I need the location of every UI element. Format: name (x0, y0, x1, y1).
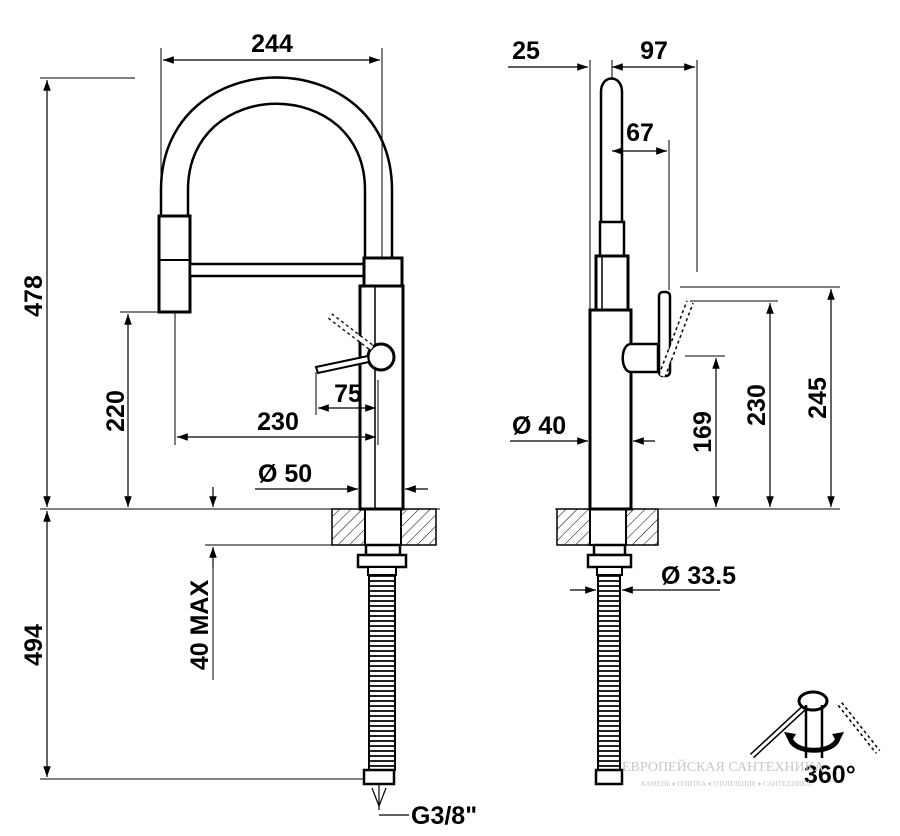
side-faucet-body (588, 308, 633, 511)
dim-deck-40-max: 40 MAX (186, 580, 214, 671)
dim-height-478: 478 (20, 275, 48, 317)
dim-diameter-40: Ø 40 (512, 412, 566, 440)
spout-inner (186, 102, 367, 258)
rotation-label: 360° (804, 761, 856, 789)
spout-outer (159, 76, 394, 258)
dim-depth-97: 97 (640, 37, 668, 65)
dim-offset-25: 25 (512, 37, 540, 65)
watermark-title: ЕВРОПЕЙСКАЯ САНТЕХНИКА (622, 758, 825, 775)
dim-lever-depth-67: 67 (626, 119, 654, 147)
spray-head (157, 214, 192, 314)
dim-height-230: 230 (743, 384, 771, 426)
lever-handle (314, 354, 371, 375)
hose-fitting (362, 768, 396, 786)
dim-height-220: 220 (102, 390, 130, 432)
faucet-body (358, 284, 405, 511)
side-lever (621, 342, 660, 374)
dim-width-244: 244 (251, 30, 293, 58)
watermark: ЕВРОПЕЙСКАЯ САНТЕХНИКА КАМЕНЬ ♦ ПЛИТКА ♦… (622, 758, 825, 788)
watermark-subtitle: КАМЕНЬ ♦ ПЛИТКА ♦ ОТОПЛЕНИЕ ♦ САНТЕХНИКА (641, 780, 811, 788)
dim-height-245: 245 (804, 377, 832, 419)
rotation-360-symbol: 360° (749, 690, 881, 789)
side-spout (599, 77, 624, 222)
dim-reach-230: 230 (257, 408, 299, 436)
front-view: 244 478 220 230 75 Ø 50 494 40 MAX (20, 30, 477, 830)
mounting-nut (364, 543, 402, 557)
supply-hose (368, 574, 396, 771)
dim-diameter-33-5: Ø 33.5 (661, 562, 736, 590)
side-mounting-flange (586, 553, 633, 569)
dim-lever-75: 75 (334, 380, 362, 408)
dim-diameter-50: Ø 50 (258, 460, 312, 488)
mounting-flange (356, 553, 408, 569)
dim-connection-g38: G3/8" (411, 802, 477, 830)
side-supply-hose (597, 574, 621, 771)
side-view: 25 97 67 Ø 40 169 230 245 Ø 33.5 (508, 37, 840, 786)
support-arm (188, 262, 368, 278)
side-head-collar (594, 254, 630, 312)
dim-height-169: 169 (689, 411, 717, 453)
upper-joint (362, 256, 404, 288)
dim-height-494: 494 (20, 624, 48, 666)
rotate-arrow-icon (787, 735, 841, 753)
